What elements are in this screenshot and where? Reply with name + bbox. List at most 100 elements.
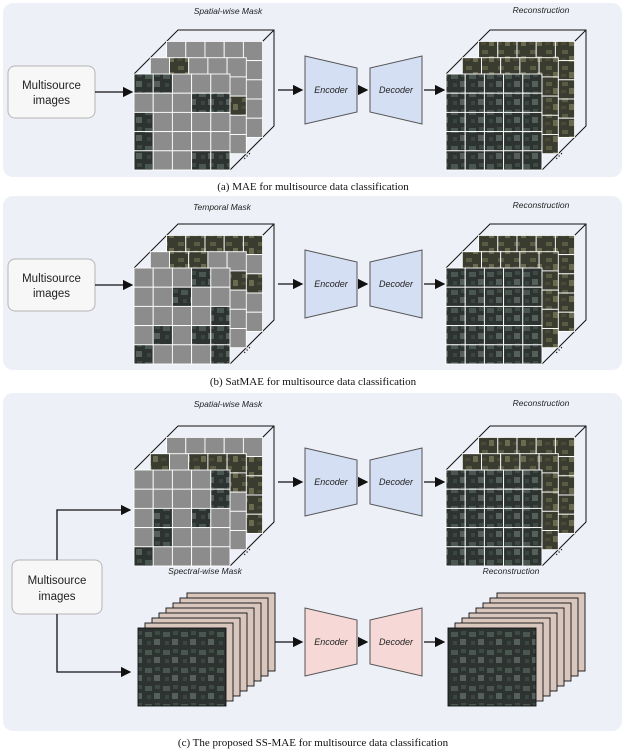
patch-cell: [191, 469, 212, 490]
patch-cell: [445, 527, 466, 548]
patch-cell: [210, 344, 231, 365]
patch-cell: [191, 344, 212, 365]
patch-cell: [464, 111, 485, 133]
patch-cell: [191, 92, 212, 113]
recon-cube-0: ...: [445, 29, 587, 171]
patch-cell: [503, 267, 524, 288]
patch-cell: [522, 469, 543, 490]
mask-cube-1-layer-0: [133, 267, 231, 365]
patch-cell: [171, 469, 193, 490]
patch-cell: [133, 325, 154, 346]
patch-cell: [133, 267, 154, 288]
patch-cell: [483, 131, 505, 152]
patch-cell: [171, 150, 193, 171]
mask-label-c: Spatial-wise Mask: [194, 399, 263, 409]
decoder-2: Decoder: [369, 447, 423, 517]
patch-cell: [503, 305, 524, 327]
patch-cell: [464, 150, 485, 171]
decoder-0: Decoder: [369, 55, 423, 125]
spectral-recon-stack: [447, 592, 586, 707]
patch-cell: [191, 267, 212, 288]
patch-cell: [152, 325, 173, 346]
patch-cell: [445, 150, 466, 171]
patch-cell: [133, 488, 154, 509]
mask-label-b: Temporal Mask: [193, 202, 252, 212]
patch-cell: [464, 286, 485, 307]
caption-c: (c) The proposed SS-MAE for multisource …: [178, 737, 449, 749]
decoder-1-shape: [369, 249, 423, 319]
patch-cell: [171, 527, 193, 548]
patch-cell: [133, 92, 154, 113]
decoder-spectral-label: Decoder: [379, 637, 414, 647]
decoder-1-label: Decoder: [379, 279, 414, 289]
input-label-a-line2: images: [33, 95, 70, 107]
patch-cell: [464, 507, 485, 529]
patch-cell: [522, 344, 543, 365]
patch-cell: [210, 92, 231, 113]
patch-cell: [191, 111, 212, 133]
encoder-1-label: Encoder: [314, 279, 349, 289]
input-label-c-line2: images: [38, 591, 75, 603]
patch-cell: [152, 286, 173, 307]
decoder-1: Decoder: [369, 249, 423, 319]
recon-label-a: Reconstruction: [513, 5, 570, 15]
recon-label-c: Reconstruction: [513, 398, 570, 408]
input-label-b-line1: Multisource: [22, 273, 81, 285]
input-label-b-line2: images: [33, 288, 70, 300]
patch-cell: [483, 305, 505, 327]
encoder-0-shape: [304, 55, 358, 125]
patch-cell: [464, 488, 485, 509]
patch-cell: [464, 267, 485, 288]
patch-cubes: ..................: [133, 29, 587, 567]
patch-cell: [503, 92, 524, 113]
patch-cell: [171, 73, 193, 94]
patch-cell: [503, 286, 524, 307]
recon-cube-0-layer-0: [445, 73, 543, 171]
patch-cell: [171, 92, 193, 113]
patch-cell: [191, 73, 212, 94]
patch-cell: [483, 73, 505, 94]
patch-cell: [445, 488, 466, 509]
decoder-0-shape: [369, 55, 423, 125]
patch-cell: [191, 546, 212, 567]
patch-cell: [152, 527, 173, 548]
patch-cell: [171, 546, 193, 567]
arrow-input-c-bottom: [56, 614, 132, 678]
patch-cell: [522, 150, 543, 171]
patch-cell: [171, 111, 193, 133]
input-box-a: Multisource images: [7, 65, 96, 119]
patch-cell: [191, 286, 212, 307]
patch-cell: [464, 469, 485, 490]
patch-cell: [445, 111, 466, 133]
patch-cell: [210, 488, 231, 509]
patch-cell: [522, 325, 543, 346]
spectral-stacks: [137, 592, 586, 707]
decoder-spectral: Decoder: [369, 607, 423, 677]
patch-cell: [152, 267, 173, 288]
caption-a: (a) MAE for multisource data classificat…: [217, 181, 409, 193]
encoder-spectral-shape: [304, 607, 358, 677]
patch-cell: [445, 344, 466, 365]
patch-cell: [445, 546, 466, 567]
patch-cell: [464, 546, 485, 567]
patch-cell: [522, 527, 543, 548]
mask-cube-0: ...: [133, 29, 275, 171]
patch-cell: [191, 527, 212, 548]
patch-cell: [522, 305, 543, 327]
patch-cell: [171, 488, 193, 509]
encoder-2-label: Encoder: [314, 477, 349, 487]
patch-cell: [152, 73, 173, 94]
patch-cell: [133, 73, 154, 94]
patch-cell: [133, 286, 154, 307]
encoder-spectral-label: Encoder: [314, 637, 349, 647]
patch-cell: [483, 325, 505, 346]
encoder-0-label: Encoder: [314, 85, 349, 95]
patch-cell: [171, 325, 193, 346]
patch-cell: [483, 344, 505, 365]
patch-cell: [464, 527, 485, 548]
encoder-1: Encoder: [304, 249, 358, 319]
decoder-spectral-shape: [369, 607, 423, 677]
patch-cell: [522, 111, 543, 133]
patch-cell: [522, 546, 543, 567]
patch-cell: [483, 150, 505, 171]
